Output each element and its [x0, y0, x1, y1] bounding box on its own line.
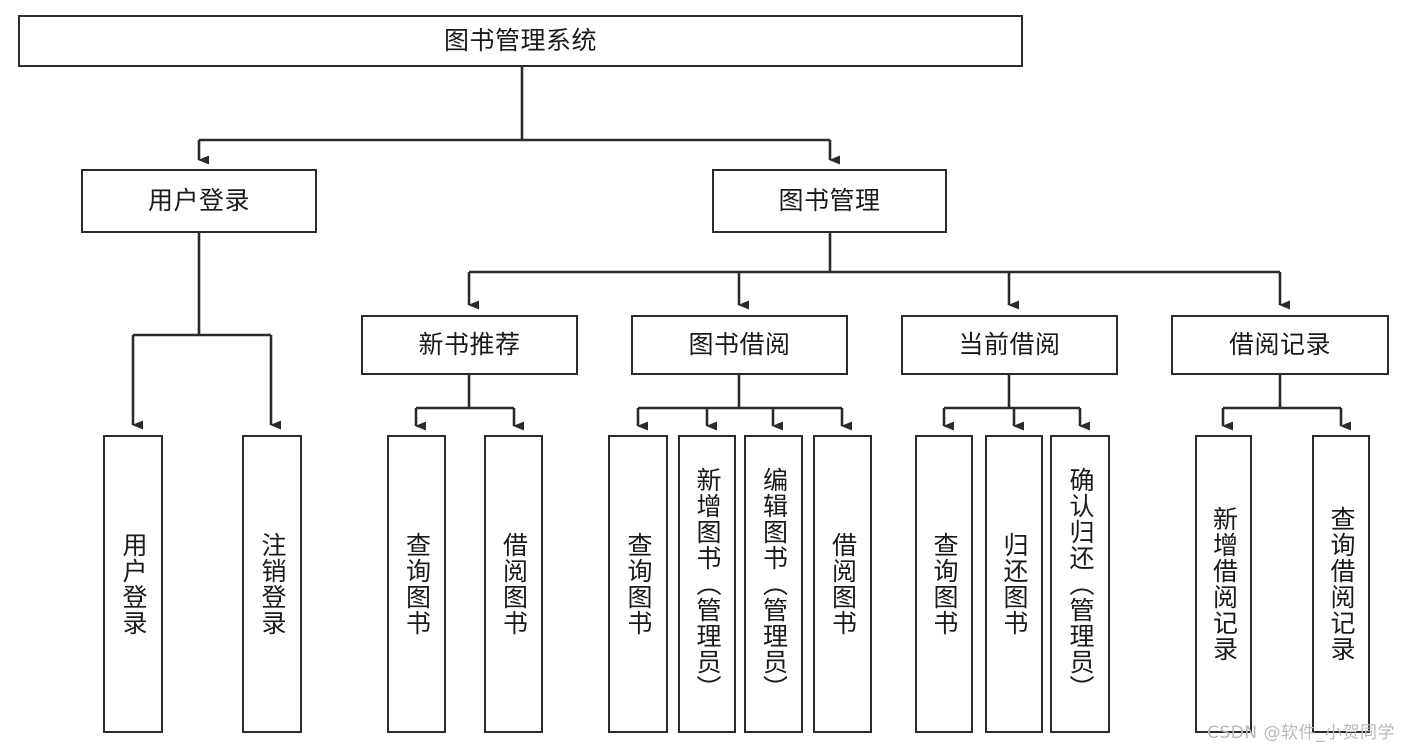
node-current-borrowing[interactable]: 当前借阅 [901, 315, 1118, 375]
node-book-borrowing[interactable]: 图书借阅 [631, 315, 848, 375]
node-label: 编辑图书（管理员） [759, 467, 789, 701]
node-leaf-return-books[interactable]: 归还图书 [985, 435, 1043, 733]
node-label: 借阅图书 [828, 532, 858, 636]
node-leaf-query-borrow-record[interactable]: 查询借阅记录 [1312, 435, 1370, 733]
node-label: 新增借阅记录 [1209, 506, 1239, 662]
node-new-book-recommendation[interactable]: 新书推荐 [361, 315, 578, 375]
node-label: 当前借阅 [958, 330, 1061, 360]
node-user-login[interactable]: 用户登录 [81, 169, 317, 233]
node-root-book-management-system[interactable]: 图书管理系统 [18, 15, 1023, 67]
node-label: 注销登录 [258, 532, 287, 636]
node-leaf-logout[interactable]: 注销登录 [242, 435, 302, 733]
node-leaf-user-login[interactable]: 用户登录 [103, 435, 163, 733]
node-label: 借阅记录 [1228, 330, 1331, 360]
node-label: 查询借阅记录 [1327, 506, 1356, 662]
node-label: 图书管理 [778, 186, 881, 216]
node-leaf-query-books-rec[interactable]: 查询图书 [387, 435, 446, 733]
node-book-management[interactable]: 图书管理 [712, 169, 947, 233]
node-label: 查询图书 [402, 532, 432, 636]
node-leaf-query-books-current[interactable]: 查询图书 [915, 435, 973, 733]
node-label: 查询图书 [930, 532, 959, 636]
node-label: 借阅图书 [499, 532, 529, 636]
node-label: 确认归还（管理员） [1066, 467, 1095, 701]
node-label: 归还图书 [1000, 532, 1029, 636]
node-leaf-add-book-admin[interactable]: 新增图书（管理员） [678, 435, 736, 733]
node-leaf-query-books-borrow[interactable]: 查询图书 [608, 435, 668, 733]
node-label: 查询图书 [624, 532, 653, 636]
node-leaf-add-borrow-record[interactable]: 新增借阅记录 [1195, 435, 1252, 733]
node-leaf-borrow-books-rec[interactable]: 借阅图书 [484, 435, 543, 733]
node-label: 用户登录 [119, 532, 148, 636]
node-borrowing-records[interactable]: 借阅记录 [1171, 315, 1389, 375]
node-leaf-confirm-return-admin[interactable]: 确认归还（管理员） [1050, 435, 1110, 733]
node-label: 新书推荐 [418, 330, 521, 360]
node-label: 新增图书（管理员） [693, 467, 722, 701]
node-leaf-edit-book-admin[interactable]: 编辑图书（管理员） [744, 435, 803, 733]
node-label: 用户登录 [147, 186, 250, 216]
node-leaf-borrow-books[interactable]: 借阅图书 [813, 435, 872, 733]
node-label: 图书借阅 [688, 330, 791, 360]
node-label: 图书管理系统 [443, 26, 597, 56]
